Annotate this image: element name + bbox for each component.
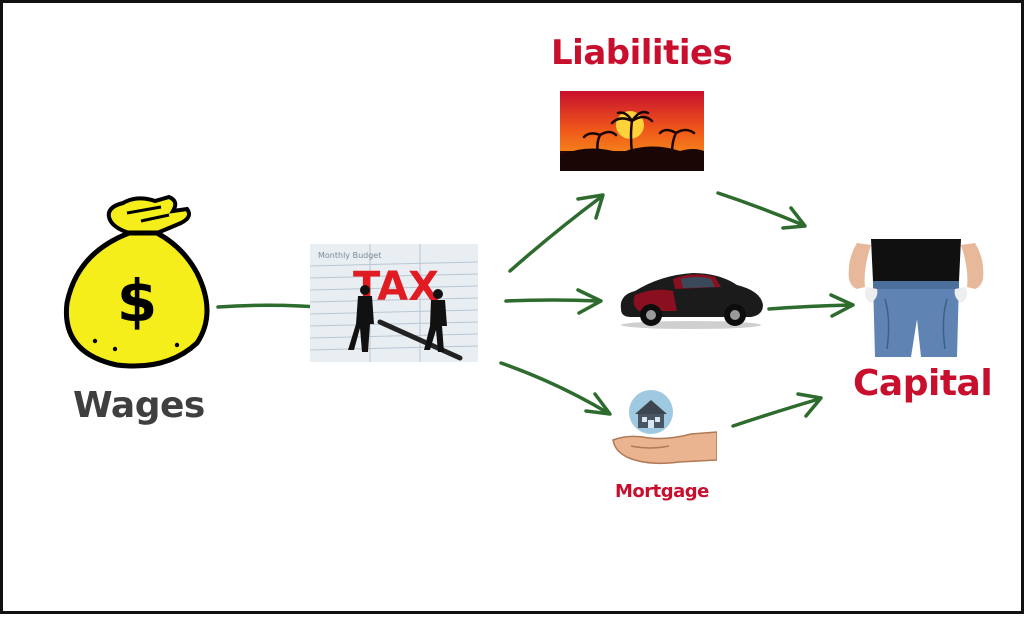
arrow-tax-to-car	[504, 288, 603, 315]
arrow-mortgage-to-capital	[731, 392, 823, 428]
arrow-liabilities-to-capital	[716, 191, 807, 230]
liabilities-label: Liabilities	[551, 33, 733, 73]
arrow-car-to-capital	[767, 293, 855, 318]
wages-label: Wages	[73, 385, 205, 426]
empty-pockets-icon	[848, 239, 984, 357]
svg-text:$: $	[117, 267, 157, 335]
sunset-icon	[560, 91, 704, 171]
arrow-tax-to-mortgage	[499, 361, 612, 416]
money-bag-icon: $	[63, 194, 210, 369]
capital-label: Capital	[853, 363, 993, 404]
arrow-tax-to-liabilities	[508, 193, 605, 273]
flow-arrows	[216, 191, 855, 428]
house-in-hand-icon	[612, 390, 717, 465]
car-icon	[620, 273, 763, 329]
tax-sheet-title: Monthly Budget	[318, 251, 381, 260]
tax-icon: Monthly Budget TAX	[310, 244, 478, 362]
mortgage-label: Mortgage	[615, 481, 709, 502]
